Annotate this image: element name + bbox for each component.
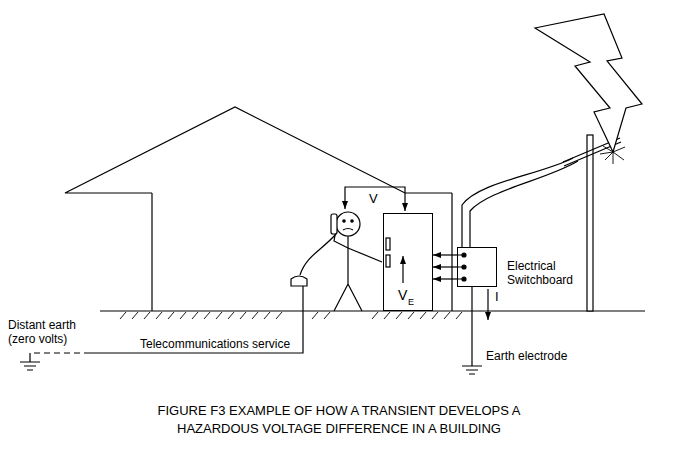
label-slot: V bbox=[369, 191, 378, 207]
strike-spark bbox=[600, 146, 625, 164]
current-arrow bbox=[487, 289, 488, 320]
appliance-box: VE bbox=[383, 213, 433, 311]
person-mouth bbox=[343, 229, 353, 231]
figure-caption: FIGURE F3 EXAMPLE OF HOW A TRANSIENT DEV… bbox=[129, 402, 549, 437]
voltage-bracket bbox=[345, 187, 405, 211]
ground-hatching bbox=[120, 312, 462, 319]
distant-earth-label: Distant earth (zero volts) bbox=[8, 318, 96, 347]
person-head bbox=[336, 212, 360, 236]
voltage-subscript: E bbox=[408, 297, 414, 308]
switchboard-label: Electrical Switchboard bbox=[507, 259, 587, 288]
earth-voltage-arrow bbox=[402, 256, 403, 283]
person-body bbox=[334, 236, 362, 311]
earth-electrode-symbol bbox=[462, 287, 482, 374]
ground-line bbox=[100, 310, 645, 311]
caption-slot: FIGURE F3 EXAMPLE OF HOW A TRANSIENT DEV… bbox=[129, 402, 549, 437]
telecom-socket bbox=[291, 276, 307, 286]
current-label: I bbox=[495, 289, 499, 305]
label-slot: I bbox=[495, 289, 499, 305]
telecom-cable bbox=[90, 286, 303, 353]
electrode-label: Earth electrode bbox=[486, 349, 567, 363]
label-slot: Earth electrode bbox=[486, 349, 567, 363]
label-slot: Telecommunications service bbox=[140, 337, 290, 351]
text-slot: E bbox=[408, 297, 414, 308]
person-eye bbox=[343, 220, 345, 222]
fridge-handle bbox=[386, 255, 390, 267]
phone-handset bbox=[331, 214, 337, 234]
terminal-wire bbox=[457, 255, 464, 279]
telecom-cable-dashed bbox=[30, 352, 90, 353]
supply-cable bbox=[470, 161, 578, 247]
switchboard-box: Electrical Switchboard bbox=[457, 247, 497, 287]
service-label: Telecommunications service bbox=[140, 337, 290, 351]
voltage-symbol: V bbox=[398, 287, 407, 304]
house-roof bbox=[65, 107, 452, 193]
house-wall bbox=[451, 193, 452, 311]
person-arm bbox=[348, 248, 382, 262]
wire-connector bbox=[433, 254, 457, 255]
power-pole bbox=[587, 135, 593, 311]
text-slot: V bbox=[398, 287, 407, 304]
text-slot: Electrical Switchboard bbox=[507, 259, 587, 288]
voltage-label: V bbox=[369, 191, 378, 207]
wire-connector bbox=[433, 266, 457, 267]
person-eye bbox=[351, 220, 353, 222]
wire-connector bbox=[433, 278, 457, 279]
fridge-handle bbox=[386, 238, 390, 250]
house-wall bbox=[151, 193, 152, 311]
lightning-bolt bbox=[535, 14, 642, 152]
label-slot: Distant earth (zero volts) bbox=[8, 318, 96, 347]
phone-cord bbox=[300, 234, 336, 275]
earth-symbol bbox=[20, 353, 40, 370]
